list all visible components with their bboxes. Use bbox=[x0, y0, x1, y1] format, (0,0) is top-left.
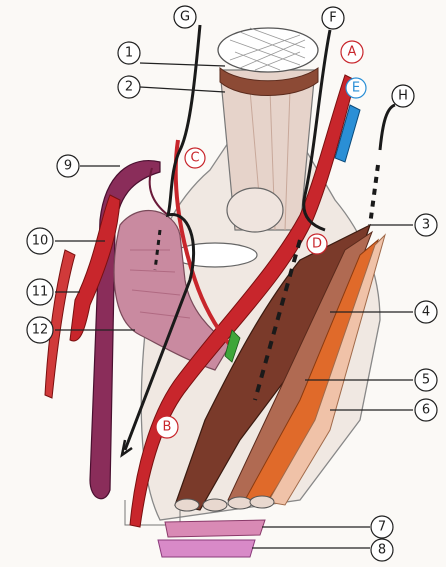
svg-text:A: A bbox=[348, 45, 357, 60]
svg-text:7: 7 bbox=[378, 520, 386, 535]
label-9: 9 bbox=[57, 155, 79, 177]
svg-text:1: 1 bbox=[125, 46, 133, 61]
label-4: 4 bbox=[415, 301, 437, 323]
pink-base-layers bbox=[158, 520, 265, 557]
label-5: 5 bbox=[415, 369, 437, 391]
svg-text:B: B bbox=[163, 420, 172, 435]
label-letter-f: F bbox=[322, 7, 344, 29]
svg-text:H: H bbox=[398, 89, 408, 104]
label-letter-g: G bbox=[174, 6, 196, 28]
svg-text:10: 10 bbox=[32, 234, 49, 249]
label-8: 8 bbox=[371, 539, 393, 561]
label-11: 11 bbox=[27, 279, 53, 305]
svg-text:3: 3 bbox=[422, 218, 430, 233]
label-6: 6 bbox=[415, 399, 437, 421]
label-letter-e: E bbox=[346, 78, 366, 98]
svg-text:11: 11 bbox=[32, 285, 49, 300]
svg-text:5: 5 bbox=[422, 373, 430, 388]
svg-text:6: 6 bbox=[422, 403, 430, 418]
svg-text:12: 12 bbox=[32, 323, 49, 338]
svg-text:4: 4 bbox=[422, 305, 430, 320]
label-2: 2 bbox=[118, 76, 140, 98]
svg-text:F: F bbox=[329, 11, 336, 26]
svg-text:C: C bbox=[190, 151, 199, 166]
svg-text:9: 9 bbox=[64, 159, 72, 174]
label-1: 1 bbox=[118, 42, 140, 64]
label-3: 3 bbox=[415, 214, 437, 236]
svg-text:2: 2 bbox=[125, 80, 133, 95]
label-letter-h: H bbox=[392, 85, 414, 107]
svg-text:8: 8 bbox=[378, 543, 386, 558]
label-10: 10 bbox=[27, 228, 53, 254]
label-letter-a: A bbox=[341, 41, 363, 63]
svg-text:G: G bbox=[180, 10, 190, 25]
label-12: 12 bbox=[27, 317, 53, 343]
svg-text:E: E bbox=[352, 81, 360, 96]
label-7: 7 bbox=[371, 516, 393, 538]
label-letter-c: C bbox=[185, 148, 205, 168]
label-letter-b: B bbox=[156, 416, 178, 438]
svg-text:D: D bbox=[312, 237, 322, 252]
label-letter-d: D bbox=[307, 234, 327, 254]
